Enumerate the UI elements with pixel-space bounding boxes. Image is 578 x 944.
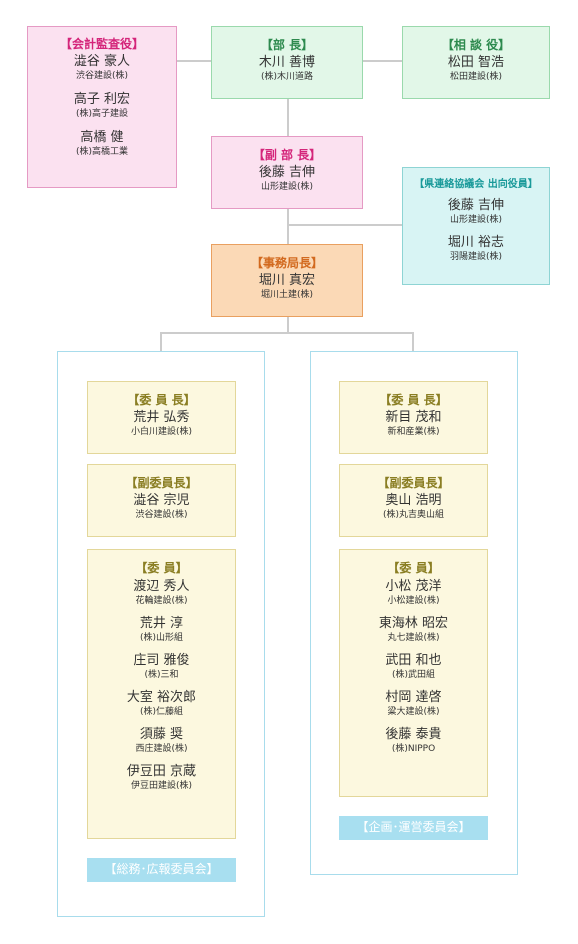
member-company: 丸七建設(株) [387,633,440,643]
member-company: 山形建設(株) [449,215,503,225]
committee-label: 【総務･広報委員会】 [87,858,236,882]
member-name: 伊豆田 京蔵 [126,764,197,779]
connector-line [287,208,289,244]
member-name: 高橋 健 [80,130,124,145]
advisor-name: 松田 智浩 [447,55,505,70]
member-company: (株)武田組 [391,670,436,680]
committee-vice-chair-box: 【副委員長】 奥山 浩明 (株)丸吉奥山組 [339,464,488,537]
secretary-general-name: 堀川 真宏 [258,273,316,288]
member-name: 後藤 泰貴 [385,727,442,742]
member-name: 堀川 裕志 [447,235,505,250]
auditor-member: 澁谷 豪人 渋谷建設(株) [28,54,176,82]
secretary-general-company: 堀川土建(株) [260,290,314,300]
committee-member: 武田 和也 (株)武田組 [340,653,487,681]
liaison-box: 【県連絡協議会 出向役員】 後藤 吉伸 山形建設(株) 堀川 裕志 羽陽建設(株… [402,167,550,285]
member-name: 武田 和也 [385,653,442,668]
member-name: 須藤 奨 [139,727,184,742]
advisor-box: 【相 談 役】 松田 智浩 松田建設(株) [402,26,550,99]
committee-chair-company: 小白川建設(株) [130,427,193,437]
member-name: 高子 利宏 [73,92,131,107]
member-name: 大室 裕次郎 [126,690,197,705]
committee-member: 小松 茂洋小松建設(株) [340,579,487,607]
liaison-title: 【県連絡協議会 出向役員】 [414,179,538,190]
committee-vice-chair-company: 渋谷建設(株) [135,510,188,520]
member-name: 庄司 雅俊 [133,653,190,668]
vice-chairman-title: 【副 部 長】 [252,148,322,162]
member-name: 澁谷 豪人 [73,54,131,69]
member-company: (株)山形組 [139,633,184,643]
chairman-box: 【部 長】 木川 善博 (株)木川道路 [211,26,363,99]
chairman-title: 【部 長】 [260,38,314,52]
committee-member: 村岡 達啓粱大建設(株) [340,690,487,718]
auditor-member: 高子 利宏 (株)高子建設 [28,92,176,120]
member-company: 渋谷建設(株) [75,71,129,81]
committee-chair-title: 【委 員 長】 [379,393,448,407]
committee-member: 後藤 泰貴 (株)NIPPO [340,727,487,755]
committee-member: 渡辺 秀人花輪建設(株) [88,579,235,607]
chairman-company: (株)木川道路 [260,72,314,82]
member-name: 村岡 達啓 [385,690,442,705]
member-company: 羽陽建設(株) [449,252,503,262]
member-company: 花輪建設(株) [135,596,188,606]
member-name: 渡辺 秀人 [133,579,190,594]
vice-chairman-box: 【副 部 長】 後藤 吉伸 山形建設(株) [211,136,363,209]
committee-member: 伊豆田 京蔵伊豆田建設(株) [88,764,235,792]
member-company: 粱大建設(株) [387,707,440,717]
committee-member: 庄司 雅俊 (株)三和 [88,653,235,681]
member-company: 伊豆田建設(株) [130,781,193,791]
connector-line [176,60,212,62]
connector-line [288,224,402,226]
committee-vice-chair-company: (株)丸吉奥山組 [382,510,445,520]
secretary-general-title: 【事務局長】 [250,256,323,270]
member-name: 東海林 昭宏 [378,616,449,631]
advisor-company: 松田建設(株) [449,72,503,82]
member-company: (株)NIPPO [391,744,436,754]
secretary-general-box: 【事務局長】 堀川 真宏 堀川土建(株) [211,244,363,317]
committee-member: 大室 裕次郎 (株)仁藤組 [88,690,235,718]
vice-chairman-company: 山形建設(株) [260,182,314,192]
connector-line [287,98,289,136]
committee-vice-chair-title: 【副委員長】 [377,476,450,490]
committee-chair-box: 【委 員 長】 荒井 弘秀 小白川建設(株) [87,381,236,454]
advisor-title: 【相 談 役】 [441,38,511,52]
member-company: 小松建設(株) [387,596,440,606]
liaison-member: 堀川 裕志 羽陽建設(株) [403,235,549,263]
connector-line [287,316,289,332]
member-name: 後藤 吉伸 [447,198,505,213]
connector-line [160,332,162,352]
connector-line [412,332,414,352]
member-company: 西庄建設(株) [135,744,188,754]
member-company: (株)三和 [144,670,179,680]
connector-line [362,60,402,62]
chairman-name: 木川 善博 [258,55,316,70]
liaison-member: 後藤 吉伸 山形建設(株) [403,198,549,226]
committee-vice-chair-name: 奥山 浩明 [385,493,442,508]
committee-label: 【企画･運営委員会】 [339,816,488,840]
member-company: (株)高橋工業 [75,147,129,157]
committee-vice-chair-title: 【副委員長】 [125,476,198,490]
committee-chair-title: 【委 員 長】 [127,393,196,407]
committee-members-box: 【委 員】 渡辺 秀人花輪建設(株) 荒井 淳 (株)山形組 庄司 雅俊 (株)三和… [87,549,236,839]
committee-vice-chair-box: 【副委員長】 澁谷 宗児 渋谷建設(株) [87,464,236,537]
connector-line [160,332,414,334]
auditors-title: 【会計監査役】 [59,37,144,51]
committee-chair-name: 荒井 弘秀 [133,410,190,425]
committee-member: 荒井 淳 (株)山形組 [88,616,235,644]
auditor-member: 高橋 健 (株)高橋工業 [28,130,176,158]
vice-chairman-name: 後藤 吉伸 [258,165,316,180]
member-name: 小松 茂洋 [385,579,442,594]
committee-members-box: 【委 員】 小松 茂洋小松建設(株) 東海林 昭宏丸七建設(株) 武田 和也 (株… [339,549,488,797]
committee-members-title: 【委 員】 [387,561,440,575]
auditors-box: 【会計監査役】 澁谷 豪人 渋谷建設(株) 高子 利宏 (株)高子建設 高橋 健… [27,26,177,188]
committee-member: 東海林 昭宏丸七建設(株) [340,616,487,644]
member-name: 荒井 淳 [139,616,184,631]
committee-chair-name: 新目 茂和 [385,410,442,425]
member-company: (株)仁藤組 [139,707,184,717]
committee-vice-chair-name: 澁谷 宗児 [133,493,190,508]
committee-member: 須藤 奨西庄建設(株) [88,727,235,755]
committee-members-title: 【委 員】 [135,561,188,575]
member-company: (株)高子建設 [75,109,129,119]
committee-chair-box: 【委 員 長】 新目 茂和 新和産業(株) [339,381,488,454]
committee-chair-company: 新和産業(株) [387,427,440,437]
